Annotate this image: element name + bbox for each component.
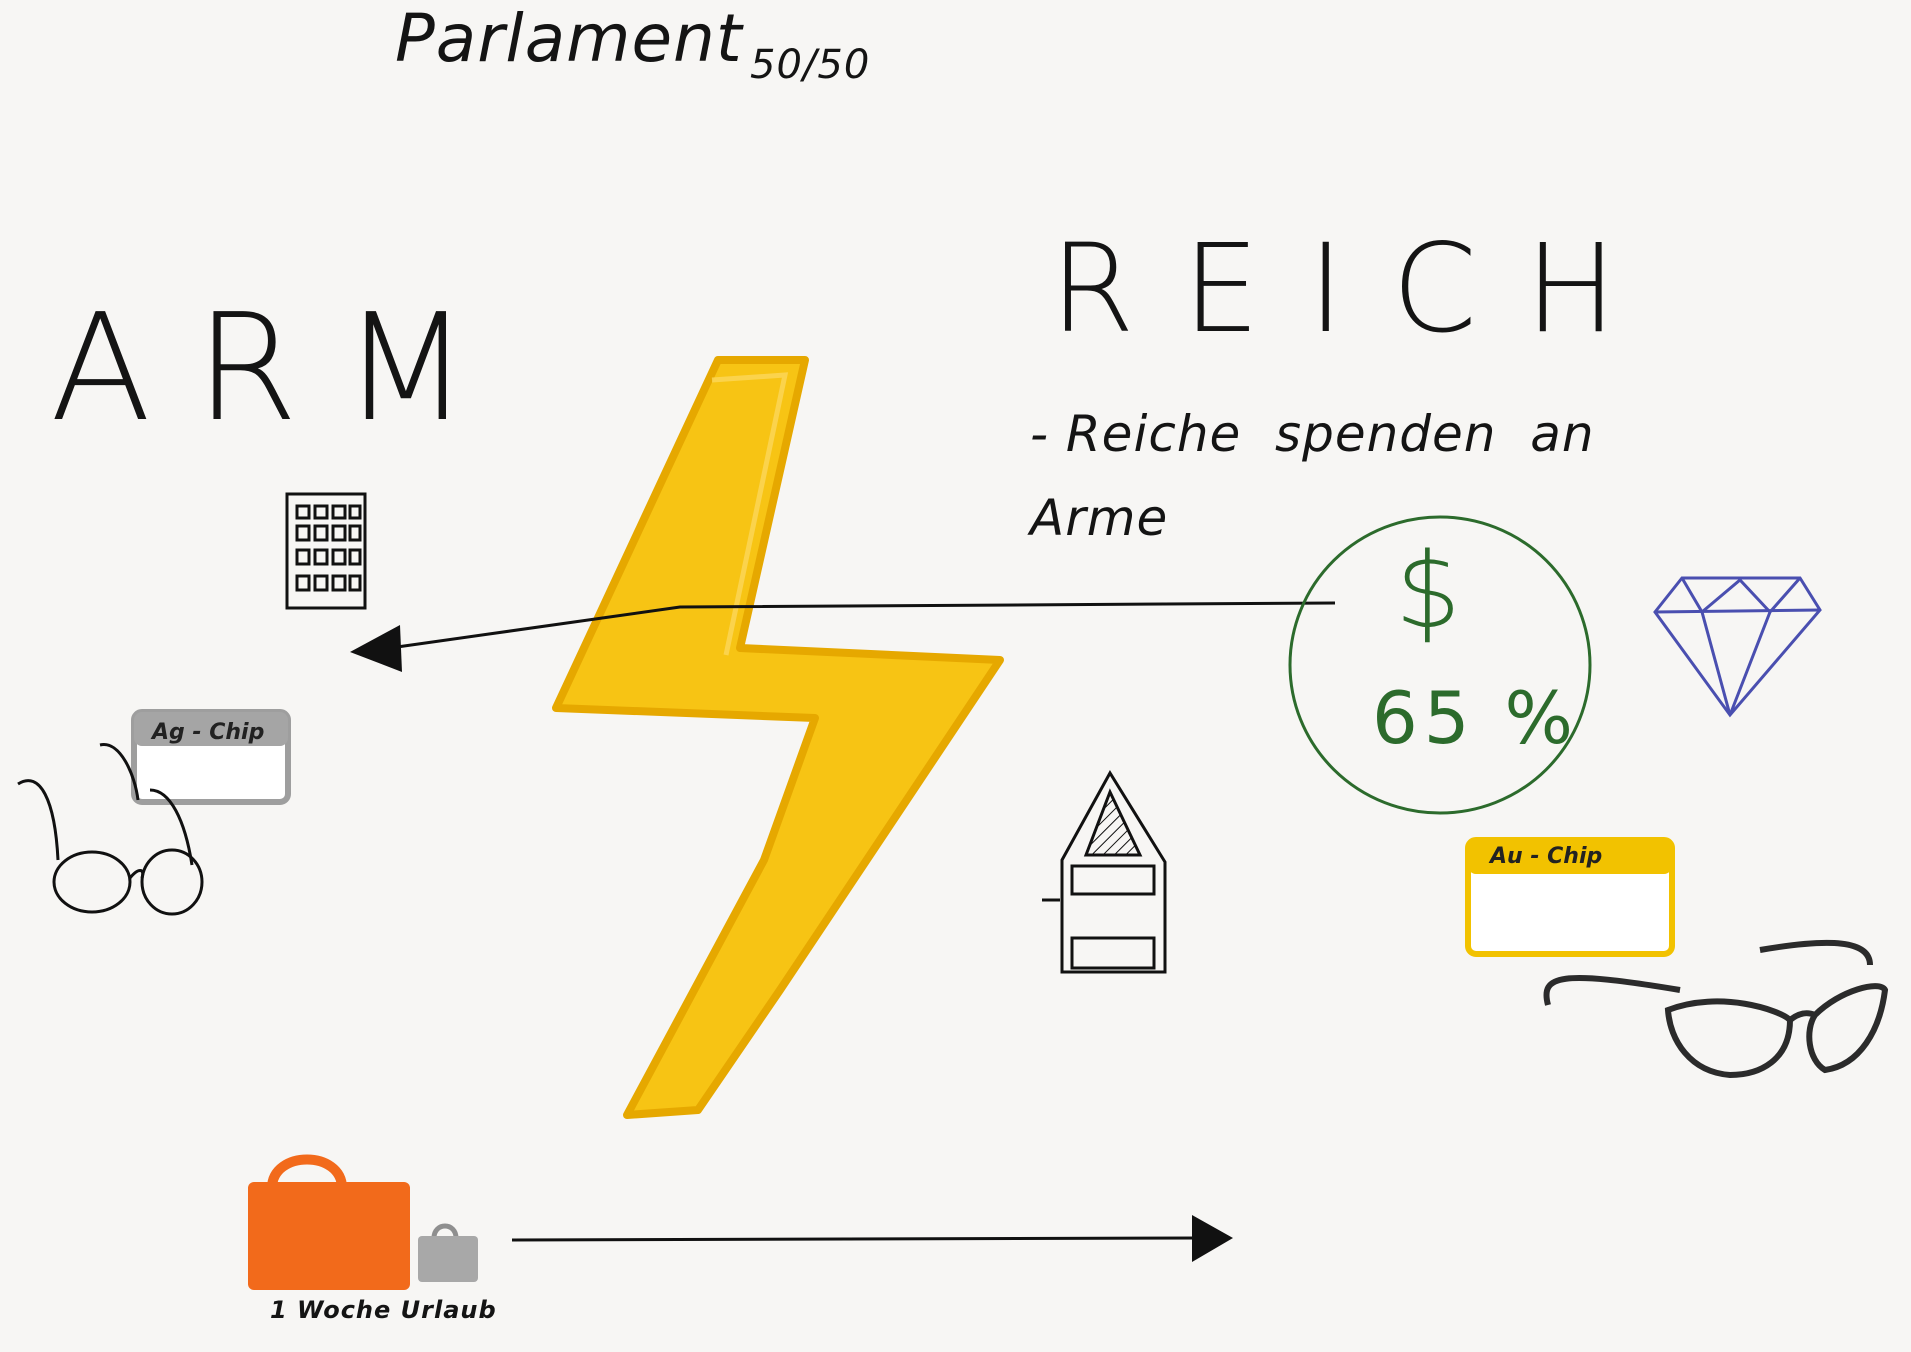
apartment-block-icon — [285, 492, 367, 610]
donation-note: - Reiche spenden an Arme — [1030, 405, 1595, 547]
coin-percent: 65 % — [1372, 676, 1579, 760]
dollar-symbol: $ — [1395, 530, 1463, 652]
house-icon — [1042, 770, 1167, 974]
cat-eye-glasses-icon — [1543, 939, 1889, 1079]
ag-chip-label: Ag - Chip — [152, 720, 265, 745]
reich-label: REICH — [1050, 218, 1665, 360]
arm-label: ARM — [50, 282, 514, 454]
seat-ratio: 50/50 — [750, 42, 871, 88]
vacation-label: 1 Woche Urlaub — [270, 1296, 497, 1324]
dollar-coin-icon — [1288, 515, 1592, 815]
page-title: Parlament — [395, 0, 743, 77]
donation-arrow — [350, 601, 1336, 672]
lightning-bolt-icon — [552, 356, 1004, 1119]
diamond-icon — [1653, 576, 1822, 718]
suitcase-icon — [248, 1154, 478, 1290]
glasses-round-icon — [17, 743, 204, 916]
au-chip-label: Au - Chip — [1490, 844, 1603, 869]
ag-chip — [131, 709, 291, 805]
vacation-arrow — [511, 1215, 1233, 1262]
au-chip — [1465, 837, 1675, 957]
